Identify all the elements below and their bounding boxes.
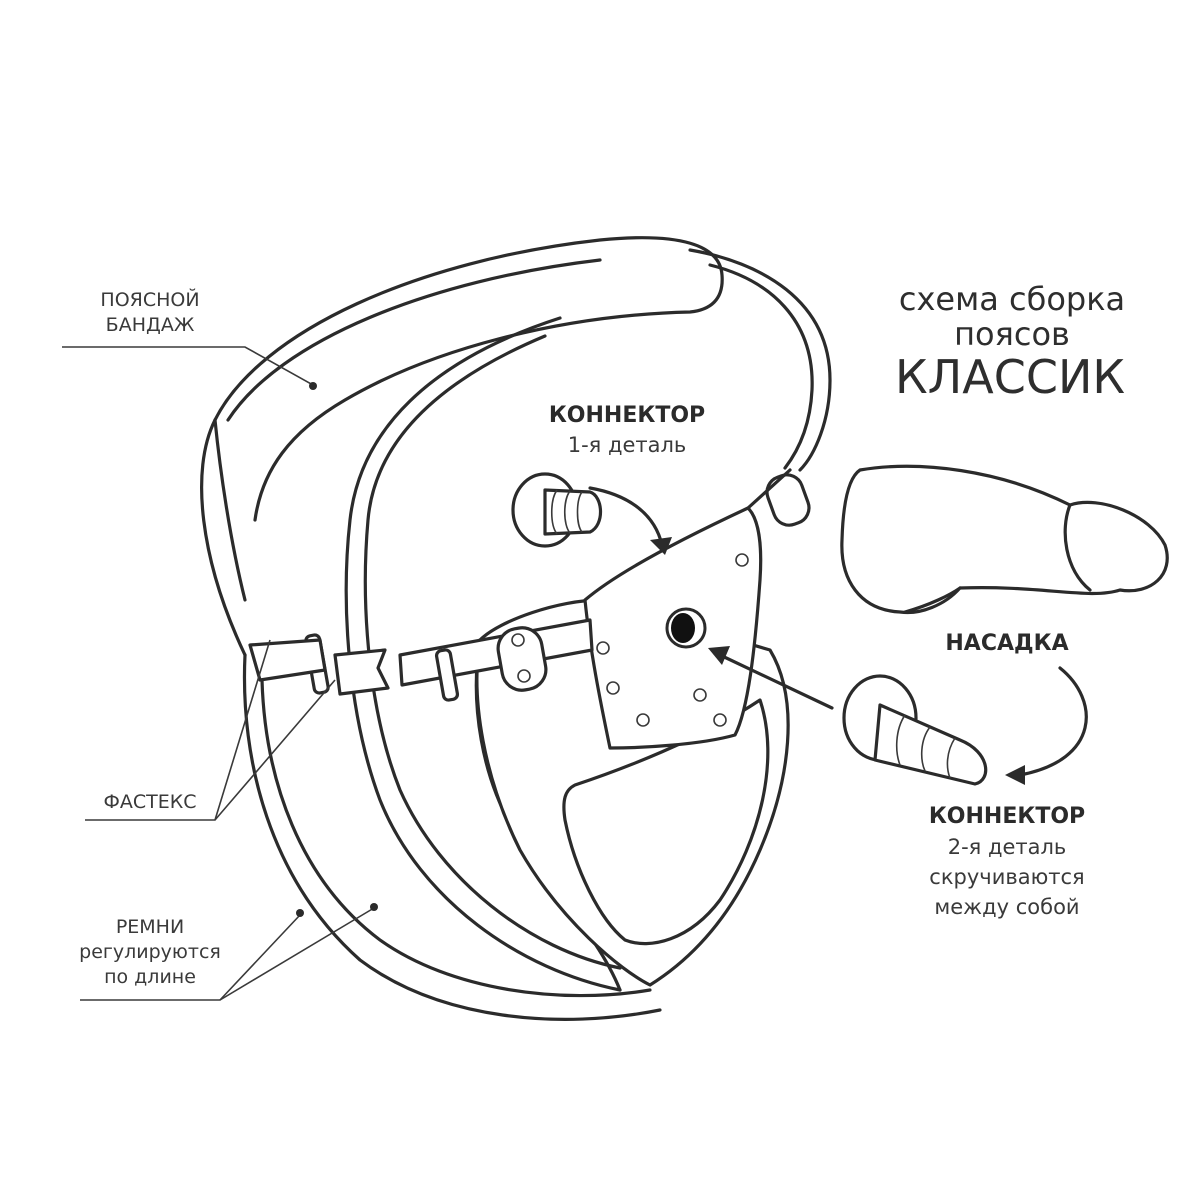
connector-2-part: [842, 674, 988, 786]
side-strap-buckle: [248, 468, 811, 702]
connector2-label-1: КОННЕКТОР: [929, 804, 1085, 829]
connector1-label-2: 1-я деталь: [568, 433, 687, 457]
attachment-label: НАСАДКА: [945, 631, 1068, 656]
connector2-label-2: 2-я деталь: [948, 835, 1067, 859]
straps-label-2: регулируются: [79, 941, 221, 963]
straps-label-3: по длине: [104, 966, 196, 988]
connector-1-part: [511, 472, 603, 548]
connector2-label-4: между собой: [934, 895, 1079, 919]
waist-band-label-1: ПОЯСНОЙ: [100, 288, 199, 311]
title-line-3: КЛАССИК: [895, 350, 1125, 404]
leader-lines: [62, 346, 378, 1001]
title-line-2: поясов: [954, 315, 1070, 353]
connector-hole: [665, 607, 707, 649]
connector-plate: [583, 506, 763, 750]
waist-band-label-2: БАНДАЖ: [106, 314, 195, 336]
title-line-1: схема сборка: [899, 280, 1125, 318]
arrows: [588, 486, 1088, 785]
attachment-drawing: [840, 464, 1169, 615]
connector1-label-1: КОННЕКТОР: [549, 403, 705, 428]
connector2-label-3: скручиваются: [929, 865, 1084, 889]
straps-label-1: РЕМНИ: [116, 916, 184, 938]
buckle-label: ФАСТЕКС: [104, 791, 197, 813]
waist-band: [200, 236, 832, 657]
